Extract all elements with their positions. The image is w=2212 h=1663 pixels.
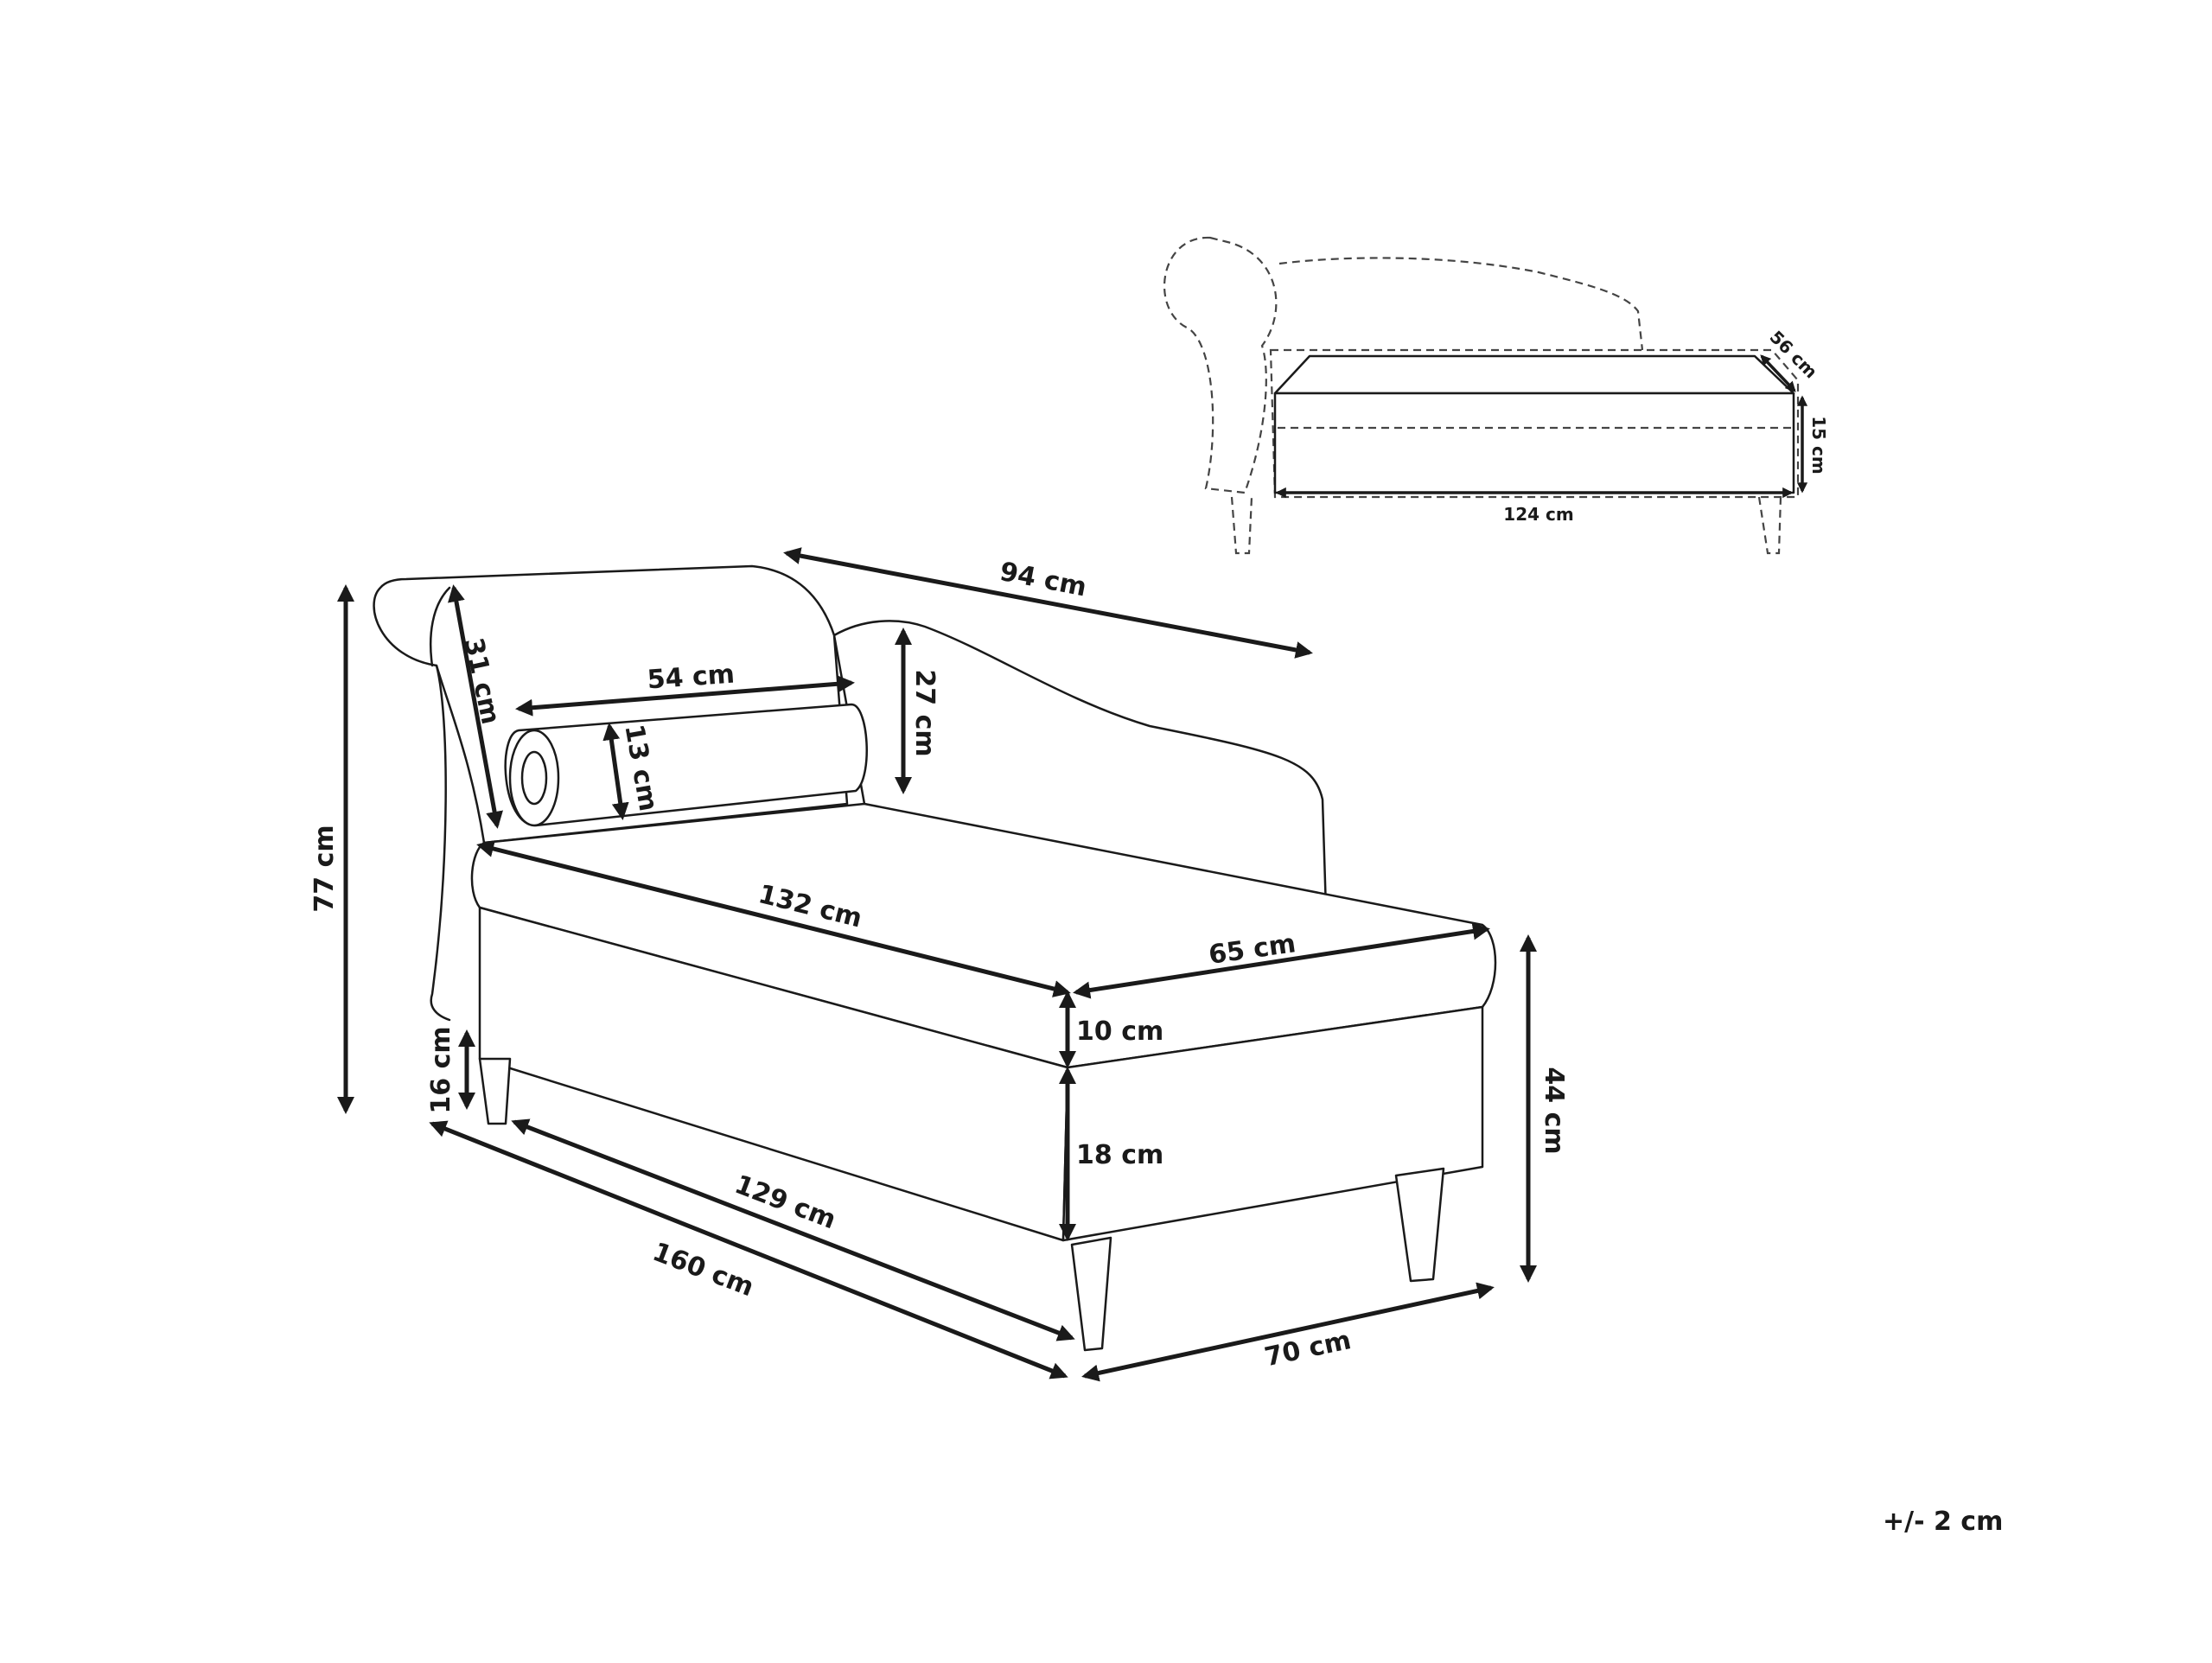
dim-line-54 — [515, 675, 855, 717]
inset-ghost-armrest — [1163, 236, 1278, 494]
inset-ghost-legs — [1230, 496, 1782, 555]
dim-line-65 — [1073, 922, 1490, 999]
dim-line-56 — [1760, 354, 1796, 392]
leg-front-left — [1070, 1236, 1112, 1352]
label-124: 124 cm — [1503, 504, 1573, 525]
inset-ghost-backrest — [1278, 257, 1644, 351]
inset-lid — [1273, 354, 1795, 395]
label-70: 70 cm — [1262, 1325, 1354, 1373]
label-10: 10 cm — [1076, 1016, 1163, 1047]
storage-inset-drawing: 56 cm 15 cm 124 cm — [1163, 236, 1829, 555]
dim-line-70 — [1081, 1282, 1495, 1382]
dim-line-31 — [448, 584, 503, 829]
label-27: 27 cm — [909, 669, 940, 756]
tolerance-note: +/- 2 cm — [1883, 1507, 2003, 1537]
dim-line-132 — [476, 840, 1071, 997]
dim-line-160 — [429, 1120, 1068, 1379]
dimension-lines — [337, 547, 1537, 1382]
dim-line-94 — [783, 547, 1313, 659]
bolster-end-inner — [520, 750, 548, 806]
armrest-front-edge — [430, 664, 451, 1022]
label-16: 16 cm — [426, 1026, 456, 1113]
bolster-end — [508, 729, 560, 827]
leg-back-left — [478, 1057, 512, 1125]
label-54: 54 cm — [647, 659, 736, 696]
label-44: 44 cm — [1539, 1067, 1569, 1154]
label-77: 77 cm — [309, 825, 340, 912]
label-18: 18 cm — [1076, 1140, 1163, 1170]
leg-front-right — [1394, 1167, 1445, 1283]
label-15: 15 cm — [1808, 416, 1829, 475]
inset-box — [1273, 392, 1795, 494]
armrest-scroll-curve — [429, 586, 451, 667]
dim-line-13 — [602, 723, 629, 820]
